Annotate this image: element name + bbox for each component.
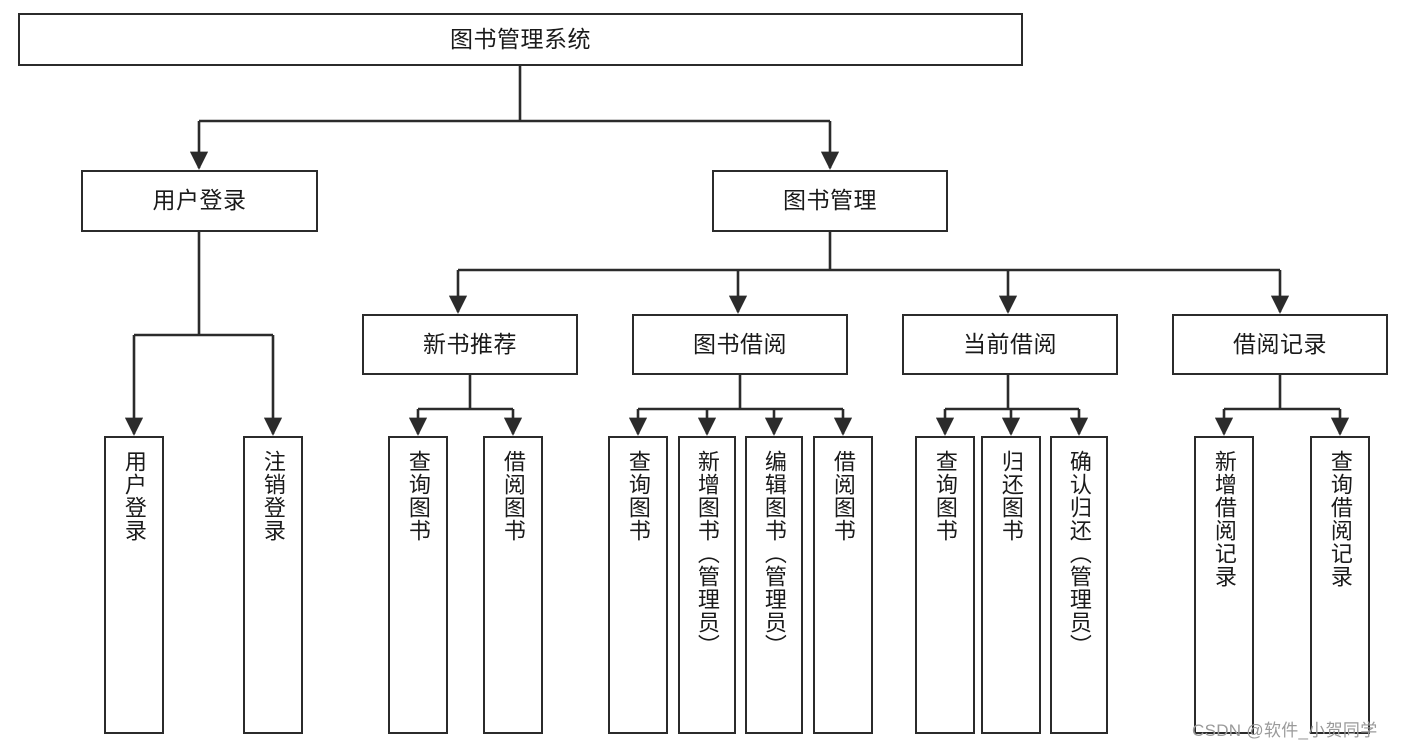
node-user-login[interactable]: 用户登录 xyxy=(81,170,318,232)
node-leaf-query-book-3[interactable]: 查询图书 xyxy=(915,436,975,734)
node-leaf-borrow-book-1[interactable]: 借阅图书 xyxy=(483,436,543,734)
node-user-login-label: 用户登录 xyxy=(152,187,247,214)
node-leaf-add-book-admin-label: 新增图书（管理员） xyxy=(694,450,720,657)
node-new-book-recommend[interactable]: 新书推荐 xyxy=(362,314,578,375)
node-current-borrow[interactable]: 当前借阅 xyxy=(902,314,1118,375)
node-leaf-user-login-label: 用户登录 xyxy=(121,450,147,542)
node-leaf-edit-book-admin[interactable]: 编辑图书（管理员） xyxy=(745,436,803,734)
node-leaf-add-borrow-record[interactable]: 新增借阅记录 xyxy=(1194,436,1254,734)
node-current-borrow-label: 当前借阅 xyxy=(963,330,1057,357)
node-leaf-query-book-3-label: 查询图书 xyxy=(932,450,958,542)
node-leaf-add-book-admin[interactable]: 新增图书（管理员） xyxy=(678,436,736,734)
node-leaf-borrow-book-1-label: 借阅图书 xyxy=(500,450,526,542)
node-leaf-query-book-1[interactable]: 查询图书 xyxy=(388,436,448,734)
node-new-book-recommend-label: 新书推荐 xyxy=(423,330,517,357)
node-leaf-borrow-book-2[interactable]: 借阅图书 xyxy=(813,436,873,734)
node-leaf-borrow-book-2-label: 借阅图书 xyxy=(830,450,856,542)
node-leaf-return-book[interactable]: 归还图书 xyxy=(981,436,1041,734)
watermark-text: CSDN @软件_小贺同学 xyxy=(1192,721,1378,740)
node-leaf-confirm-return-admin-label: 确认归还（管理员） xyxy=(1066,450,1092,657)
node-leaf-confirm-return-admin[interactable]: 确认归还（管理员） xyxy=(1050,436,1108,734)
node-leaf-query-book-2[interactable]: 查询图书 xyxy=(608,436,668,734)
node-leaf-edit-book-admin-label: 编辑图书（管理员） xyxy=(761,450,787,657)
node-book-management-label: 图书管理 xyxy=(783,187,877,214)
node-leaf-return-book-label: 归还图书 xyxy=(998,450,1024,542)
node-book-borrow[interactable]: 图书借阅 xyxy=(632,314,848,375)
node-leaf-user-login[interactable]: 用户登录 xyxy=(104,436,164,734)
node-leaf-query-borrow-record-label: 查询借阅记录 xyxy=(1327,450,1353,588)
node-borrow-record-label: 借阅记录 xyxy=(1233,330,1327,357)
node-root[interactable]: 图书管理系统 xyxy=(18,13,1023,66)
node-book-borrow-label: 图书借阅 xyxy=(693,330,787,357)
node-root-label: 图书管理系统 xyxy=(450,25,591,52)
node-book-management[interactable]: 图书管理 xyxy=(712,170,948,232)
node-leaf-query-book-2-label: 查询图书 xyxy=(625,450,651,542)
node-leaf-query-book-1-label: 查询图书 xyxy=(405,450,431,542)
node-leaf-logout-login-label: 注销登录 xyxy=(260,450,286,542)
node-borrow-record[interactable]: 借阅记录 xyxy=(1172,314,1388,375)
node-leaf-logout-login[interactable]: 注销登录 xyxy=(243,436,303,734)
node-leaf-query-borrow-record[interactable]: 查询借阅记录 xyxy=(1310,436,1370,734)
node-leaf-add-borrow-record-label: 新增借阅记录 xyxy=(1211,450,1237,588)
